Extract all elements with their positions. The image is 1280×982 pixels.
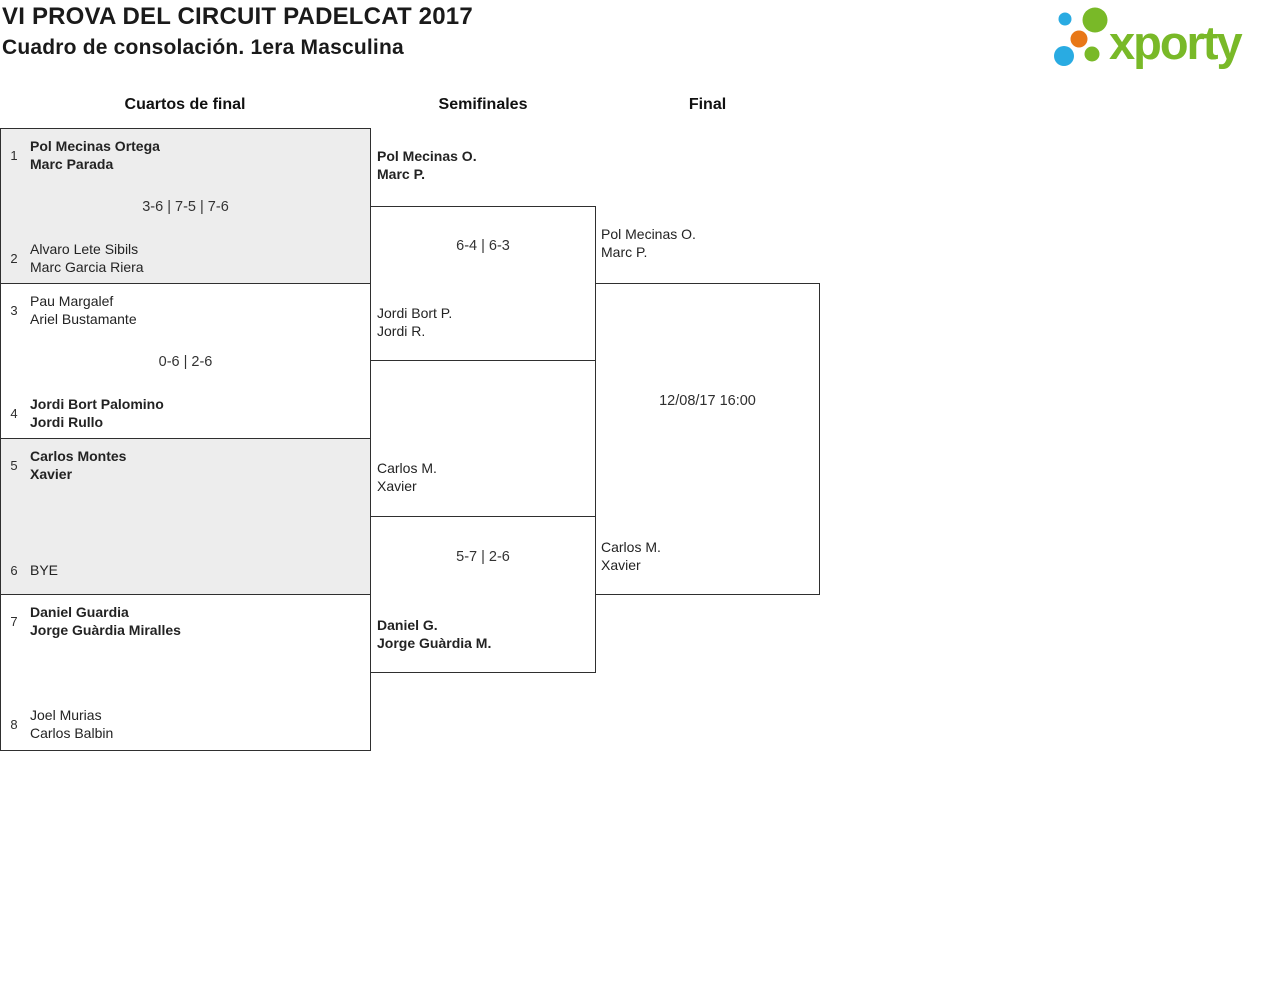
player-name: Marc Parada [30, 156, 114, 172]
player-name: Marc P. [377, 166, 425, 182]
team-names: Pol Mecinas O. Marc P. [377, 147, 477, 183]
team-entry: 7 Daniel Guardia Jorge Guàrdia Miralles [9, 603, 181, 639]
player-name: Xavier [377, 478, 417, 494]
team-names: Alvaro Lete Sibils Marc Garcia Riera [30, 240, 144, 276]
player-name: Jordi Bort Palomino [30, 396, 164, 412]
team-entry: 4 Jordi Bort Palomino Jordi Rullo [9, 395, 164, 431]
seed-number: 3 [10, 302, 18, 318]
match-score: 6-4 | 6-3 [456, 238, 510, 254]
seed-number: 8 [10, 716, 18, 732]
match-schedule: 12/08/17 16:00 [659, 393, 756, 409]
team-entry: 8 Joel Murias Carlos Balbin [9, 706, 113, 742]
round-header-quarterfinals: Cuartos de final [124, 96, 246, 113]
match-box-qf2: 3 Pau Margalef Ariel Bustamante 0-6 | 2-… [0, 283, 371, 439]
player-name: Marc P. [601, 244, 648, 260]
team-entry: 3 Pau Margalef Ariel Bustamante [9, 292, 137, 328]
logo-wordmark: xporty [1109, 16, 1243, 69]
seed-number: 1 [10, 147, 18, 163]
player-name: Jordi Rullo [30, 414, 104, 430]
seed-number: 4 [10, 405, 18, 421]
team-entry: 5 Carlos Montes Xavier [9, 447, 126, 483]
team-entry: 1 Pol Mecinas Ortega Marc Parada [9, 137, 160, 173]
player-name: Jordi R. [377, 323, 426, 339]
round-header-final: Final [688, 96, 727, 113]
player-name: Xavier [30, 466, 73, 482]
match-score: 5-7 | 2-6 [456, 549, 510, 565]
page-subtitle: Cuadro de consolación. 1era Masculina [2, 36, 404, 59]
team-names: Joel Murias Carlos Balbin [30, 706, 113, 742]
team-names: Carlos M. Xavier [601, 538, 661, 574]
team-entry: 6 BYE [9, 561, 58, 579]
player-name: Ariel Bustamante [30, 311, 137, 327]
seed-number: 7 [10, 613, 18, 629]
seed-number: 5 [10, 457, 18, 473]
match-box-qf1: 1 Pol Mecinas Ortega Marc Parada 3-6 | 7… [0, 128, 371, 284]
team-names: Pol Mecinas Ortega Marc Parada [30, 137, 160, 173]
team-names: Pol Mecinas O. Marc P. [601, 225, 696, 261]
player-name: Xavier [601, 557, 641, 573]
player-name: Marc Garcia Riera [30, 259, 144, 275]
player-name: Pol Mecinas O. [601, 226, 696, 242]
player-name: Carlos Balbin [30, 725, 114, 741]
page-title: VI PROVA DEL CIRCUIT PADELCAT 2017 [2, 3, 473, 30]
team-names: Daniel G. Jorge Guàrdia M. [377, 616, 491, 652]
player-name: Daniel Guardia [30, 604, 129, 620]
match-score: 3-6 | 7-5 | 7-6 [142, 199, 229, 215]
team-names: BYE [30, 561, 58, 579]
match-box-final [595, 283, 820, 595]
player-name: Alvaro Lete Sibils [30, 241, 139, 257]
player-name: Pol Mecinas O. [377, 148, 477, 164]
team-names: Jordi Bort P. Jordi R. [377, 304, 452, 340]
match-score: 0-6 | 2-6 [158, 354, 213, 370]
player-name: Carlos M. [377, 460, 437, 476]
logo-dots-icon [1054, 7, 1108, 66]
team-names: Pau Margalef Ariel Bustamante [30, 292, 137, 328]
xporty-logo[interactable]: xporty [1048, 4, 1276, 78]
player-name: Joel Murias [30, 707, 102, 723]
player-name: Pau Margalef [30, 293, 114, 309]
team-names: Jordi Bort Palomino Jordi Rullo [30, 395, 164, 431]
player-name: Jordi Bort P. [377, 305, 453, 321]
seed-number: 6 [10, 562, 18, 578]
player-name: Carlos Montes [30, 448, 127, 464]
player-name: Daniel G. [377, 617, 438, 633]
player-name: Jorge Guàrdia M. [377, 635, 492, 651]
player-name: Pol Mecinas Ortega [30, 138, 160, 154]
player-name: Jorge Guàrdia Miralles [30, 622, 181, 638]
team-entry: 2 Alvaro Lete Sibils Marc Garcia Riera [9, 240, 144, 276]
team-names: Carlos M. Xavier [377, 459, 437, 495]
player-name: BYE [30, 562, 59, 578]
player-name: Carlos M. [601, 539, 661, 555]
team-names: Carlos Montes Xavier [30, 447, 126, 483]
round-header-semifinals: Semifinales [438, 96, 528, 113]
match-box-qf3: 5 Carlos Montes Xavier 6 BYE [0, 438, 371, 595]
seed-number: 2 [10, 250, 18, 266]
match-box-qf4: 7 Daniel Guardia Jorge Guàrdia Miralles … [0, 594, 371, 751]
team-names: Daniel Guardia Jorge Guàrdia Miralles [30, 603, 181, 639]
